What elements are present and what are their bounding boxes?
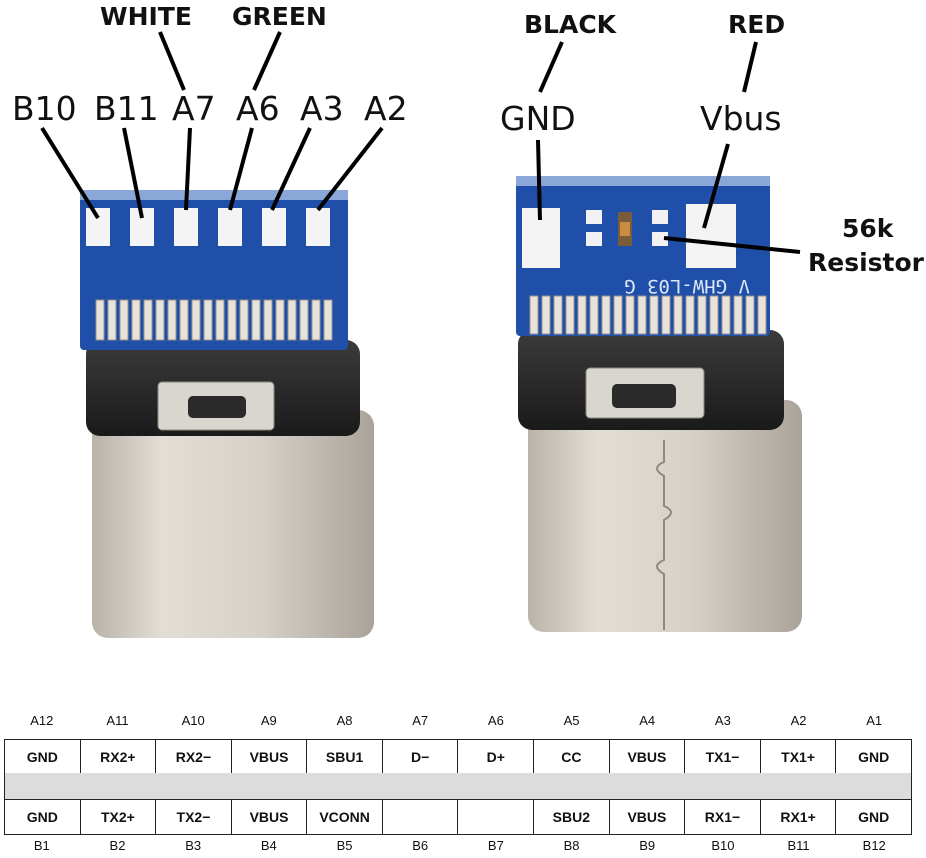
signal-a5: CC bbox=[534, 740, 610, 774]
top-position-row: A12 A11 A10 A9 A8 A7 A6 A5 A4 A3 A2 A1 bbox=[4, 713, 912, 728]
signal-a9: VBUS bbox=[232, 740, 308, 774]
signal-b9: VBUS bbox=[610, 800, 686, 834]
connector-photo: V GHW-L03 G bbox=[40, 31, 802, 638]
position-b6: B6 bbox=[412, 838, 429, 853]
position-b4: B4 bbox=[260, 838, 277, 853]
signal-b7 bbox=[458, 800, 535, 834]
signal-a8: SBU1 bbox=[307, 740, 383, 774]
signal-a6: D+ bbox=[458, 740, 535, 774]
table-gap-row bbox=[4, 773, 912, 799]
pin-label-a2: A2 bbox=[364, 89, 408, 128]
signal-a4: VBUS bbox=[610, 740, 686, 774]
pin-label-b11: B11 bbox=[94, 89, 159, 128]
signal-b12: GND bbox=[858, 809, 890, 825]
resistor-value-label: 56k bbox=[842, 214, 894, 243]
position-a7: A7 bbox=[412, 713, 429, 728]
svg-text:V GHW-L03 G: V GHW-L03 G bbox=[624, 275, 750, 297]
pin-label-a6: A6 bbox=[236, 89, 280, 128]
pin-label-gnd: GND bbox=[500, 99, 576, 138]
position-a4: A4 bbox=[639, 713, 656, 728]
signal-a11: RX2+ bbox=[81, 740, 157, 774]
position-b2: B2 bbox=[109, 838, 126, 853]
signal-a1: GND bbox=[858, 749, 890, 765]
position-b7: B7 bbox=[487, 838, 504, 853]
signal-a7: D− bbox=[383, 740, 459, 774]
signal-b11: RX1+ bbox=[761, 800, 837, 834]
wire-label-white: WHITE bbox=[100, 2, 192, 31]
signal-b4: VBUS bbox=[232, 800, 308, 834]
position-b12: B12 bbox=[862, 838, 886, 853]
signal-b2: TX2+ bbox=[81, 800, 157, 834]
signal-a10: RX2− bbox=[156, 740, 232, 774]
leader-lines bbox=[40, 31, 801, 254]
position-a6: A6 bbox=[487, 713, 504, 728]
signal-b5: VCONN bbox=[307, 800, 383, 834]
wire-label-black: BLACK bbox=[524, 10, 617, 39]
signal-a2: TX1+ bbox=[761, 740, 837, 774]
pin-label-a3: A3 bbox=[300, 89, 344, 128]
position-b5: B5 bbox=[336, 838, 353, 853]
position-a2: A2 bbox=[790, 713, 807, 728]
position-b11: B11 bbox=[787, 838, 810, 853]
bottom-signal-row: GND TX2+ TX2− VBUS VCONN SBU2 VBUS RX1− … bbox=[4, 799, 912, 835]
pin-label-vbus: Vbus bbox=[700, 99, 782, 138]
signal-a12: GND bbox=[5, 740, 81, 774]
top-signal-row: GND RX2+ RX2− VBUS SBU1 D− D+ CC VBUS TX… bbox=[4, 739, 912, 775]
position-a5: A5 bbox=[563, 713, 580, 728]
wire-label-green: GREEN bbox=[232, 2, 327, 31]
signal-b3: TX2− bbox=[156, 800, 232, 834]
signal-b10: RX1− bbox=[685, 800, 761, 834]
right-connector: V GHW-L03 G bbox=[516, 176, 802, 632]
position-a3: A3 bbox=[714, 713, 731, 728]
pin-label-a7: A7 bbox=[172, 89, 216, 128]
position-a10: A10 bbox=[181, 713, 205, 728]
position-a12: A12 bbox=[30, 713, 54, 728]
position-a1: A1 bbox=[866, 713, 883, 728]
position-b1: B1 bbox=[33, 838, 50, 853]
position-b9: B9 bbox=[639, 838, 656, 853]
signal-b8: SBU2 bbox=[534, 800, 610, 834]
bottom-position-row: B1 B2 B3 B4 B5 B6 B7 B8 B9 B10 B11 B12 bbox=[4, 838, 912, 853]
position-b10: B10 bbox=[711, 838, 735, 853]
position-b8: B8 bbox=[563, 838, 580, 853]
signal-b1: GND bbox=[5, 800, 81, 834]
signal-a3: TX1− bbox=[685, 740, 761, 774]
wire-label-red: RED bbox=[728, 10, 786, 39]
resistor-name-label: Resistor bbox=[808, 248, 924, 277]
position-a8: A8 bbox=[336, 713, 353, 728]
position-b3: B3 bbox=[185, 838, 202, 853]
left-connector bbox=[80, 190, 374, 638]
pin-label-b10: B10 bbox=[12, 89, 77, 128]
position-a9: A9 bbox=[260, 713, 277, 728]
signal-b6 bbox=[383, 800, 459, 834]
position-a11: A11 bbox=[106, 713, 129, 728]
